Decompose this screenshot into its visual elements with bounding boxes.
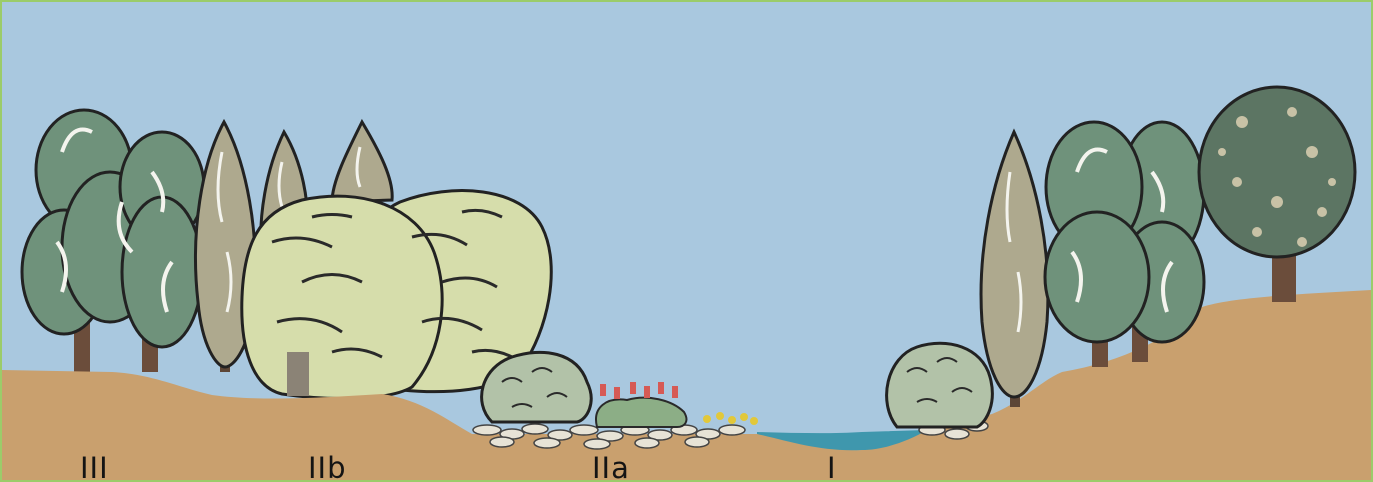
poplar-tree-right <box>981 132 1048 407</box>
zone-label-iib: IIb <box>308 454 347 482</box>
shrub-right <box>887 343 993 427</box>
shrub-left <box>482 352 592 422</box>
round-tree <box>1199 87 1355 302</box>
zone-label-i: I <box>827 454 837 482</box>
zone-label-iia: IIa <box>592 454 630 482</box>
green-trees-right <box>1045 122 1204 367</box>
zone-label-iii: III <box>80 454 109 482</box>
green-trees-left <box>22 110 204 372</box>
flowering-herbs <box>596 382 758 427</box>
